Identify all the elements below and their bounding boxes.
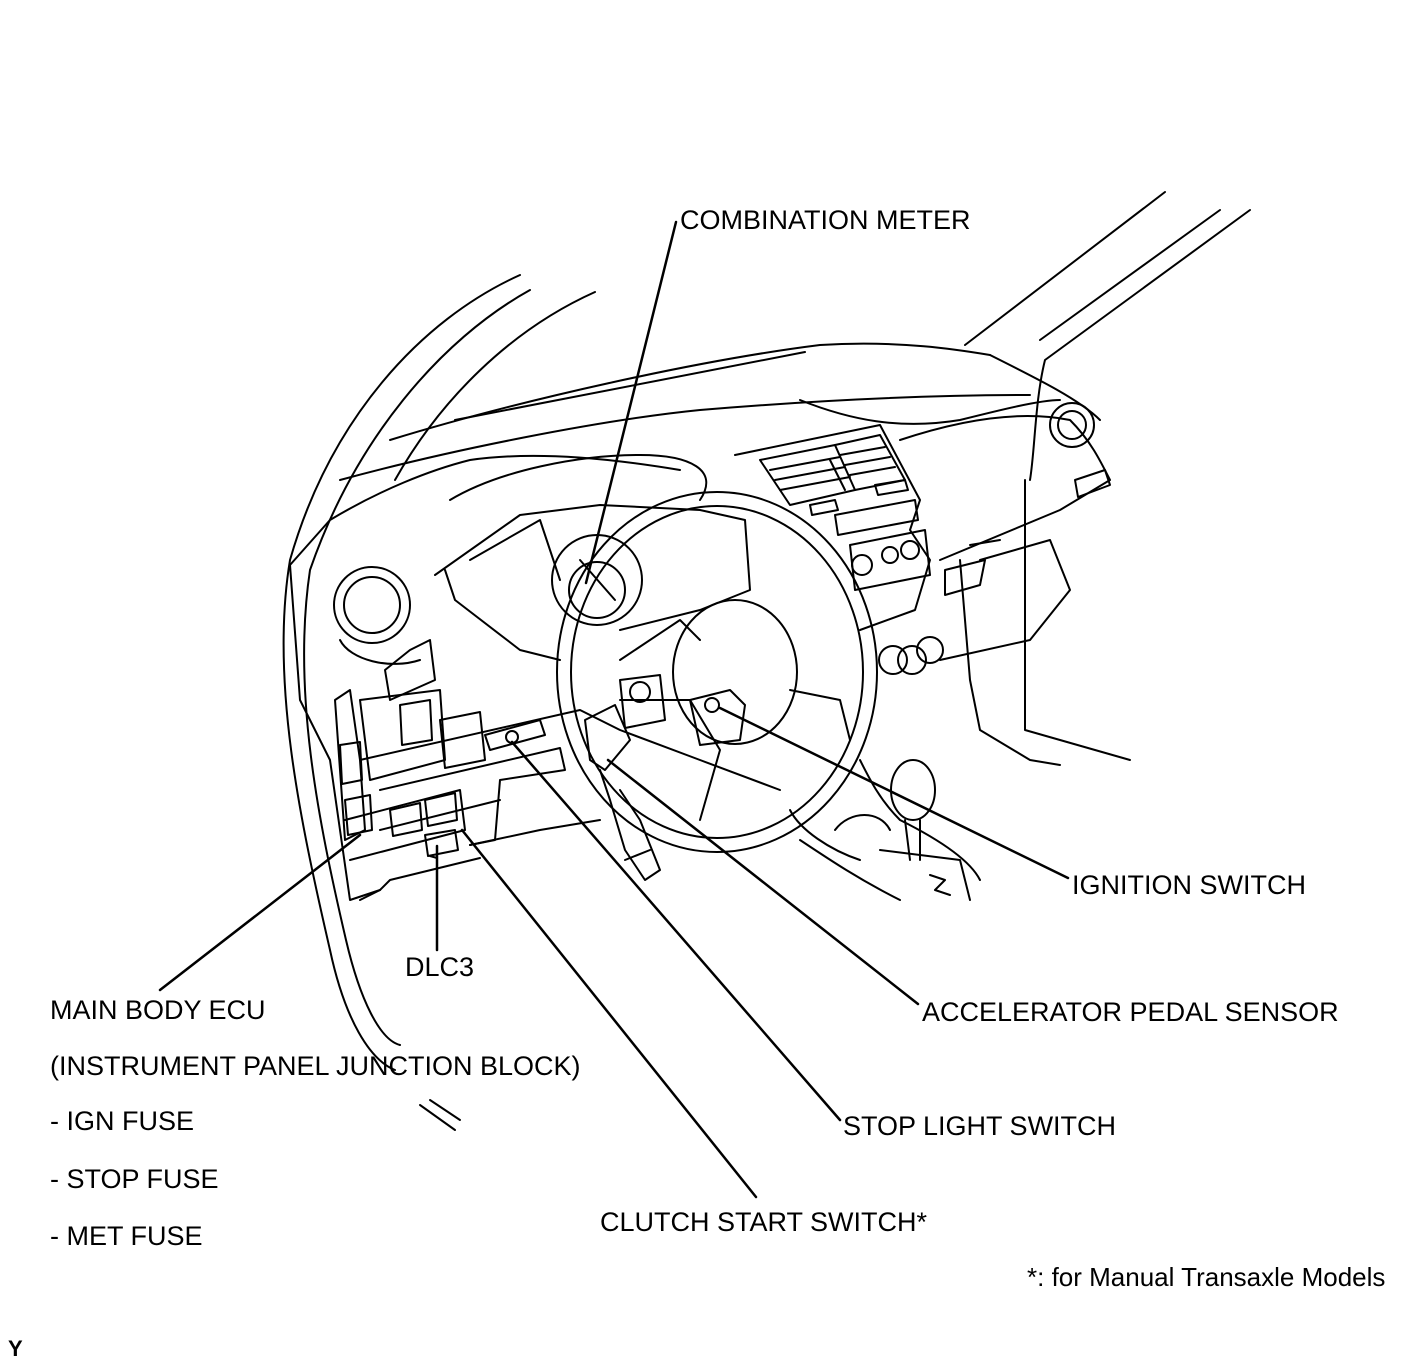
leader-combination-meter bbox=[584, 220, 678, 585]
right-vent bbox=[1049, 402, 1095, 448]
label-stop-fuse: - STOP FUSE bbox=[50, 1164, 219, 1194]
label-ignition-switch: IGNITION SWITCH bbox=[1072, 870, 1306, 900]
label-ign-fuse: - IGN FUSE bbox=[50, 1106, 195, 1136]
leader-accelerator bbox=[606, 758, 920, 1006]
footnote: *: for Manual Transaxle Models bbox=[1027, 1262, 1386, 1292]
leader-clutch-start bbox=[460, 828, 758, 1199]
leader-main-body-ecu bbox=[158, 833, 362, 992]
steering-wheel bbox=[556, 491, 878, 853]
label-combination-meter: COMBINATION METER bbox=[680, 205, 971, 235]
leader-ignition-switch bbox=[718, 706, 1070, 880]
lower-panel bbox=[359, 559, 1061, 901]
center-stack bbox=[734, 424, 944, 675]
label-clutch-start-switch: CLUTCH START SWITCH* bbox=[600, 1207, 928, 1237]
label-junction-block: (INSTRUMENT PANEL JUNCTION BLOCK) bbox=[50, 1051, 581, 1081]
junction-block bbox=[334, 639, 486, 861]
label-main-body-ecu: MAIN BODY ECU bbox=[50, 995, 266, 1025]
accelerator-pedal bbox=[584, 704, 661, 881]
a-pillar-outline bbox=[282, 274, 596, 1131]
label-stop-light-switch: STOP LIGHT SWITCH bbox=[843, 1111, 1117, 1141]
dashboard-body bbox=[289, 399, 1111, 901]
label-dlc3: DLC3 bbox=[405, 952, 475, 982]
shift-lever bbox=[879, 759, 971, 901]
ignition-switch-part bbox=[689, 689, 746, 746]
label-accelerator-pedal-sensor: ACCELERATOR PEDAL SENSOR bbox=[922, 997, 1339, 1027]
corner-mark: Y bbox=[8, 1336, 23, 1361]
leader-lines bbox=[158, 220, 1070, 1199]
label-met-fuse: - MET FUSE bbox=[50, 1221, 203, 1251]
leader-stop-light bbox=[510, 740, 842, 1122]
dash-top bbox=[339, 191, 1251, 761]
left-vent bbox=[333, 566, 421, 665]
